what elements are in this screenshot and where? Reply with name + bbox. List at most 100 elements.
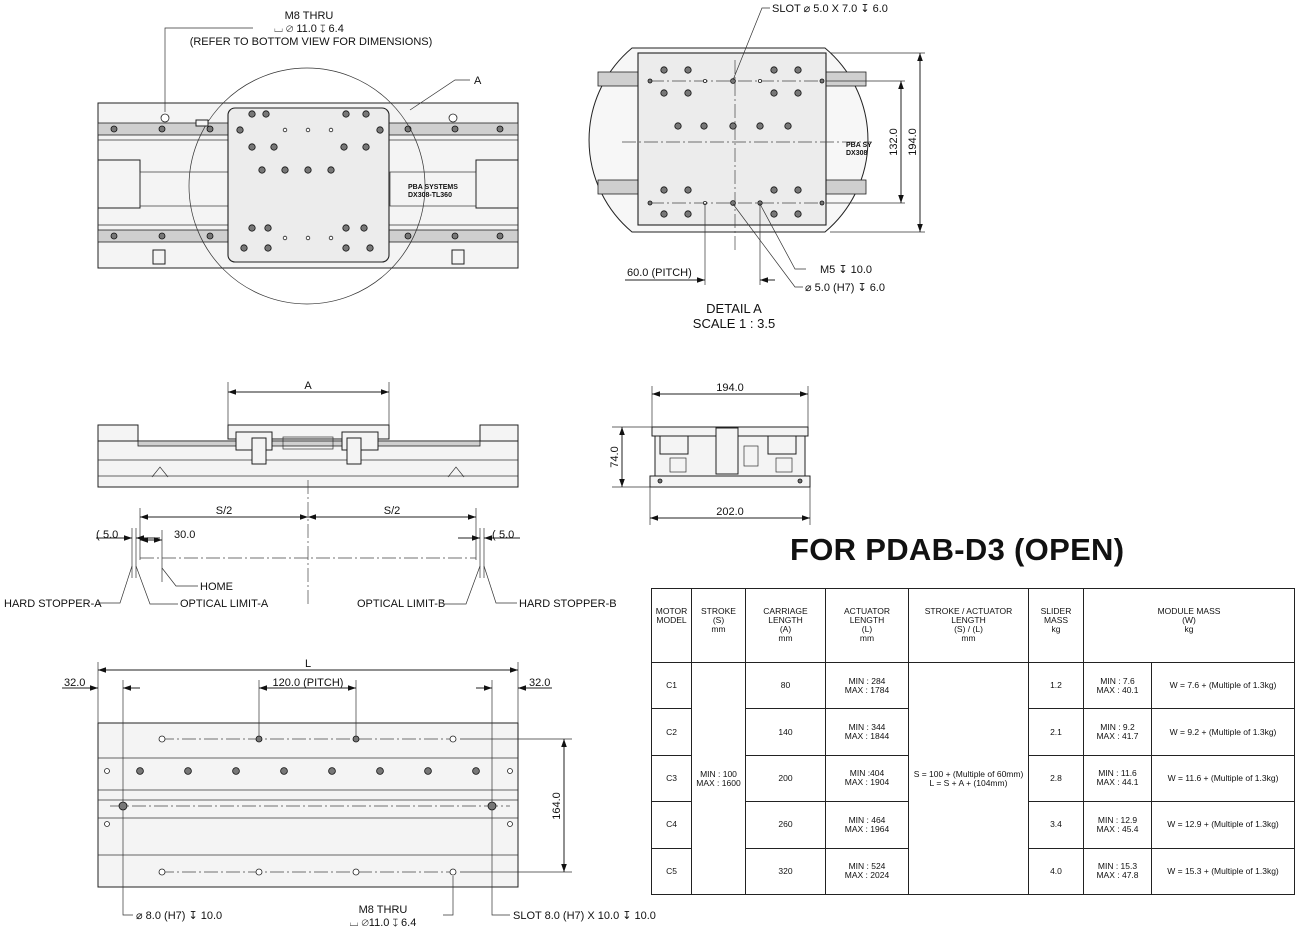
cell-slider: 4.0 (1028, 847, 1084, 896)
side-gap-right-value: 5.0 (499, 529, 514, 541)
table-row: C4 260 MIN : 464 MAX : 1964 3.4 MIN : 12… (651, 801, 1296, 849)
bottom-view: L 32.0 120.0 (PITCH) 32.0 164.0 ⌀ 8.0 (H… (62, 658, 656, 929)
table-row: C3 200 MIN :404 MAX : 1904 2.8 MIN : 11.… (651, 754, 1296, 803)
end-width-bottom: 202.0 (716, 506, 744, 518)
cell-slider: 1.2 (1028, 661, 1084, 710)
cell-actuator: MIN : 344 MAX : 1844 (825, 708, 909, 756)
detail-a-dim-194: 194.0 (907, 128, 919, 156)
cell-mass-range: MIN : 9.2 MAX : 41.7 (1083, 708, 1152, 756)
top-end-block-right (475, 159, 519, 209)
top-carriage-label-2: DX308-TL360 (408, 192, 452, 199)
cell-carriage: 80 (745, 661, 826, 710)
cell-mass-range: MIN : 11.6 MAX : 44.1 (1083, 754, 1152, 803)
detail-a-m5-callout: M5 ↧ 10.0 (820, 264, 872, 276)
cell-model: C5 (651, 847, 692, 896)
side-home-label: HOME (200, 581, 233, 593)
side-hard-stopper-b: HARD STOPPER-B (519, 598, 617, 610)
header-module-mass: MODULE MASS (W) kg (1082, 588, 1296, 663)
cell-carriage: 140 (745, 708, 826, 756)
cell-formula: W = 9.2 + (Multiple of 1.3kg) (1150, 708, 1296, 756)
detail-a-scale: SCALE 1 : 3.5 (693, 316, 775, 331)
side-view: A S/2 S/2 ( 5.0 30.0 ( 5.0 HOME HARD STO… (4, 380, 617, 610)
header-stroke: STROKE (S) mm (691, 588, 746, 663)
side-home-offset: 30.0 (174, 529, 195, 541)
top-view: PBA SYSTEMS DX308-TL360 M8 THRU ⌴ ⌀ 11.0… (97, 10, 519, 305)
detail-a-dim-132: 132.0 (888, 128, 900, 156)
top-fittings (152, 119, 465, 265)
cell-carriage: 200 (745, 754, 826, 803)
cell-mass-range: MIN : 7.6 MAX : 40.1 (1083, 661, 1152, 710)
cell-actuator: MIN : 464 MAX : 1964 (825, 801, 909, 849)
table-row: C1 MIN : 100 MAX : 1600 80 MIN : 284 MAX… (651, 661, 1296, 895)
bottom-end-right: 32.0 (529, 677, 550, 689)
cell-model: C2 (651, 708, 692, 756)
cell-slider: 2.8 (1028, 754, 1084, 803)
bottom-width: 164.0 (551, 792, 563, 820)
detail-a-marker: A (474, 75, 482, 87)
detail-a-pitch: 60.0 (PITCH) (627, 267, 692, 279)
cell-slider: 2.1 (1028, 708, 1084, 756)
header-stroke-actuator: STROKE / ACTUATOR LENGTH (S) / (L) mm (908, 588, 1029, 663)
m8-thru-callout-2: ⌴ ⌀ 11.0 ↧ 6.4 (274, 23, 344, 35)
top-end-block-left (97, 159, 141, 209)
table-row: C5 320 MIN : 524 MAX : 2024 4.0 MIN : 15… (651, 847, 1296, 896)
cell-actuator: MIN : 284 MAX : 1784 (825, 661, 909, 710)
bottom-pin-callout: ⌀ 8.0 (H7) ↧ 10.0 (136, 910, 222, 922)
end-view-base (649, 475, 811, 488)
top-carriage-holes (236, 110, 384, 252)
cell-mass-range: MIN : 12.9 MAX : 45.4 (1083, 801, 1152, 849)
detail-a-carriage-label-1: PBA SY (846, 142, 872, 149)
spec-header-row: MOTOR MODEL STROKE (S) mm CARRIAGE LENGT… (651, 588, 1296, 663)
side-gap-right: ( (492, 529, 496, 541)
header-carriage-length: CARRIAGE LENGTH (A) mm (745, 588, 826, 663)
cell-model: C1 (651, 661, 692, 710)
side-hard-stopper-a: HARD STOPPER-A (4, 598, 102, 610)
m8-thru-callout-1: M8 THRU (285, 10, 334, 22)
cell-mass-range: MIN : 15.3 MAX : 47.8 (1083, 847, 1152, 896)
spec-title: FOR PDAB-D3 (OPEN) (790, 532, 1125, 567)
end-height: 74.0 (609, 446, 621, 467)
side-s-half-right: S/2 (384, 505, 401, 517)
detail-a-carriage-label-2: DX308 (846, 150, 868, 157)
cell-stroke-range: MIN : 100 MAX : 1600 (691, 662, 746, 895)
cell-carriage: 260 (745, 801, 826, 849)
cell-slider: 3.4 (1028, 801, 1084, 849)
cell-actuator: MIN : 524 MAX : 2024 (825, 847, 909, 896)
bottom-end-left: 32.0 (64, 677, 85, 689)
side-s-half-left: S/2 (216, 505, 233, 517)
header-motor-model: MOTOR MODEL (651, 588, 692, 663)
detail-a-pin-callout: ⌀ 5.0 (H7) ↧ 6.0 (805, 282, 885, 294)
header-actuator-length: ACTUATOR LENGTH (L) mm (825, 588, 909, 663)
cell-formula: W = 12.9 + (Multiple of 1.3kg) (1150, 801, 1296, 849)
cell-formula: W = 7.6 + (Multiple of 1.3kg) (1150, 661, 1296, 710)
table-row: C2 140 MIN : 344 MAX : 1844 2.1 MIN : 9.… (651, 708, 1296, 756)
side-dim-a: A (304, 380, 312, 392)
bottom-m8-callout-1: M8 THRU (359, 904, 408, 916)
cell-formula: W = 11.6 + (Multiple of 1.3kg) (1150, 754, 1296, 803)
spec-table: MOTOR MODEL STROKE (S) mm CARRIAGE LENGT… (651, 588, 1296, 896)
cell-model: C4 (651, 801, 692, 849)
end-width-top: 194.0 (716, 382, 744, 394)
end-view: 194.0 74.0 202.0 (609, 382, 811, 525)
m8-thru-callout-3: (REFER TO BOTTOM VIEW FOR DIMENSIONS) (190, 36, 433, 48)
header-slider-mass: SLIDER MASS kg (1028, 588, 1084, 663)
detail-a-circle (188, 67, 426, 305)
cell-stroke-ratio: S = 100 + (Multiple of 60mm) L = S + A +… (908, 662, 1029, 895)
bottom-m8-callout-2: ⌴ ⌀11.0 ↧ 6.4 (350, 917, 417, 929)
cell-carriage: 320 (745, 847, 826, 896)
detail-a-view: PBA SY DX308 132.0 194.0 SLOT ⌀ 5.0 X 7.… (588, 3, 925, 331)
side-gap-left: ( (96, 529, 100, 541)
bottom-length: L (305, 658, 311, 670)
top-carriage-label-1: PBA SYSTEMS (408, 184, 458, 191)
bottom-view-base (97, 722, 519, 888)
bottom-pitch: 120.0 (PITCH) (273, 677, 344, 689)
top-carriage (227, 107, 390, 263)
bottom-view-holes (104, 735, 513, 876)
top-rail-bolts (110, 113, 504, 240)
cell-formula: W = 15.3 + (Multiple of 1.3kg) (1150, 847, 1296, 896)
cell-model: C3 (651, 754, 692, 803)
detail-a-slot-callout: SLOT ⌀ 5.0 X 7.0 ↧ 6.0 (772, 3, 888, 15)
cell-actuator: MIN :404 MAX : 1904 (825, 754, 909, 803)
side-optical-limit-a: OPTICAL LIMIT-A (180, 598, 269, 610)
